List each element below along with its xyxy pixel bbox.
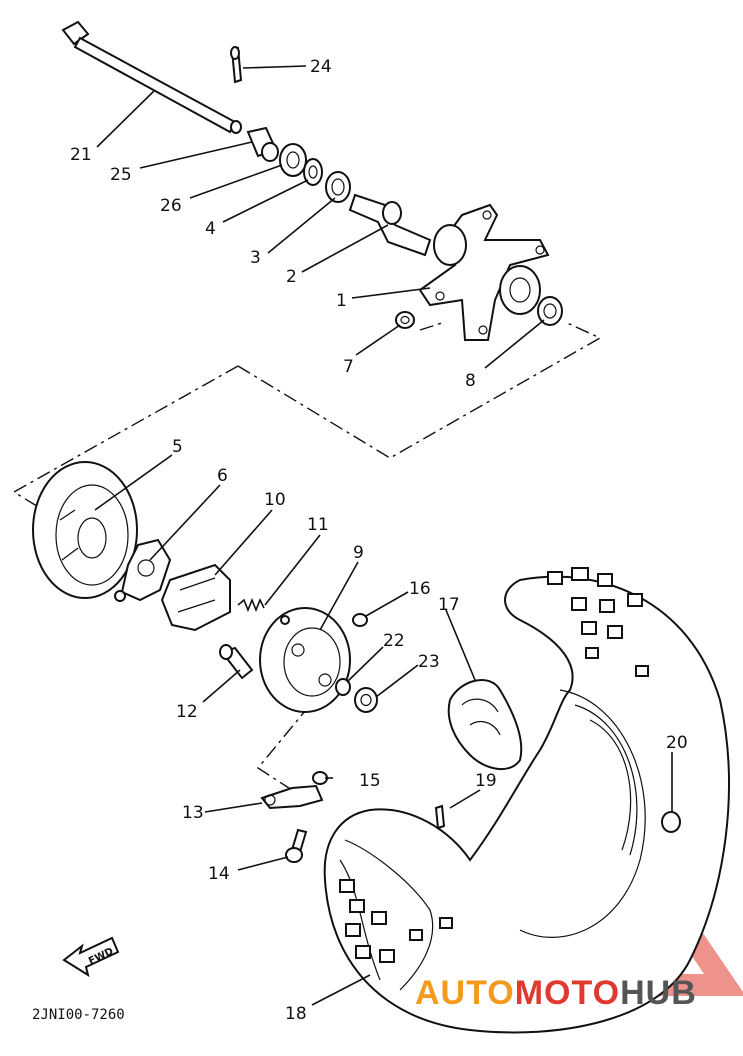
callout-20: 20 (666, 733, 688, 753)
cam-part-12 (219, 644, 254, 680)
watermark-text: AUTOMOTOHUB (415, 974, 697, 1012)
callout-21: 21 (70, 145, 92, 165)
washer-part-22 (335, 678, 351, 696)
callout-18: 18 (285, 1004, 307, 1024)
callout-16: 16 (409, 579, 431, 599)
bearing-part-3 (325, 171, 351, 203)
shaft-part-2 (348, 193, 432, 257)
brake-assembly (32, 461, 378, 863)
part-code-label: 2JNI00-7260 (32, 1007, 125, 1023)
callout-3: 3 (250, 248, 261, 268)
tire-part-18 (323, 575, 730, 1034)
callout-5: 5 (172, 437, 183, 457)
spring-part-11 (237, 597, 265, 613)
nut-part-23 (354, 687, 378, 713)
tire-assembly (323, 567, 730, 1034)
seal-part-8 (537, 296, 563, 326)
wheel-rim-part-17 (447, 679, 523, 771)
axle-assembly (61, 20, 563, 341)
bearing-part-26 (279, 143, 307, 177)
callout-leader-lines (94, 65, 673, 1006)
callout-2: 2 (286, 267, 297, 287)
valve-part-19 (434, 804, 446, 830)
fwd-arrow-icon: FWD (62, 936, 120, 978)
callout-9: 9 (353, 543, 364, 563)
bolt-part-14 (285, 828, 308, 863)
callout-14: 14 (208, 864, 230, 884)
watermark-auto: AUTO (415, 974, 515, 1012)
watermark-hub: HUB (620, 974, 697, 1012)
spacer-part-4 (303, 158, 323, 186)
watermark-moto: MOTO (515, 974, 620, 1012)
callout-1: 1 (336, 291, 347, 311)
callout-25: 25 (110, 165, 132, 185)
collar-part-25 (246, 126, 279, 162)
callout-26: 26 (160, 196, 182, 216)
hub-part-1 (418, 203, 550, 341)
brake-lever-part-13 (260, 784, 324, 810)
nut-part-7 (395, 311, 415, 329)
callout-10: 10 (264, 490, 286, 510)
callout-11: 11 (307, 515, 329, 535)
axle-part-21 (61, 20, 242, 134)
callout-24: 24 (310, 57, 332, 77)
nut-part-16 (352, 613, 368, 627)
callout-17: 17 (438, 595, 460, 615)
callout-6: 6 (217, 466, 228, 486)
brake-shoe-part-10 (160, 563, 231, 632)
callout-22: 22 (383, 631, 405, 651)
callout-23: 23 (418, 652, 440, 672)
callout-13: 13 (182, 803, 204, 823)
callout-8: 8 (465, 371, 476, 391)
callout-15: 15 (359, 771, 381, 791)
nut-part-15 (312, 771, 328, 785)
callout-4: 4 (205, 219, 216, 239)
cotter-pin-part-24 (230, 46, 243, 84)
brake-drum-part-5 (32, 461, 138, 599)
callout-numbers: 21 24 25 26 4 3 2 1 7 8 5 6 10 11 9 16 1… (70, 57, 688, 1024)
nut-part-20 (661, 811, 681, 833)
callout-7: 7 (343, 357, 354, 377)
tire-tread-blocks (339, 567, 649, 963)
plate-part-6 (114, 538, 172, 602)
brake-panel-part-9 (259, 607, 351, 713)
callout-19: 19 (475, 771, 497, 791)
callout-12: 12 (176, 702, 198, 722)
